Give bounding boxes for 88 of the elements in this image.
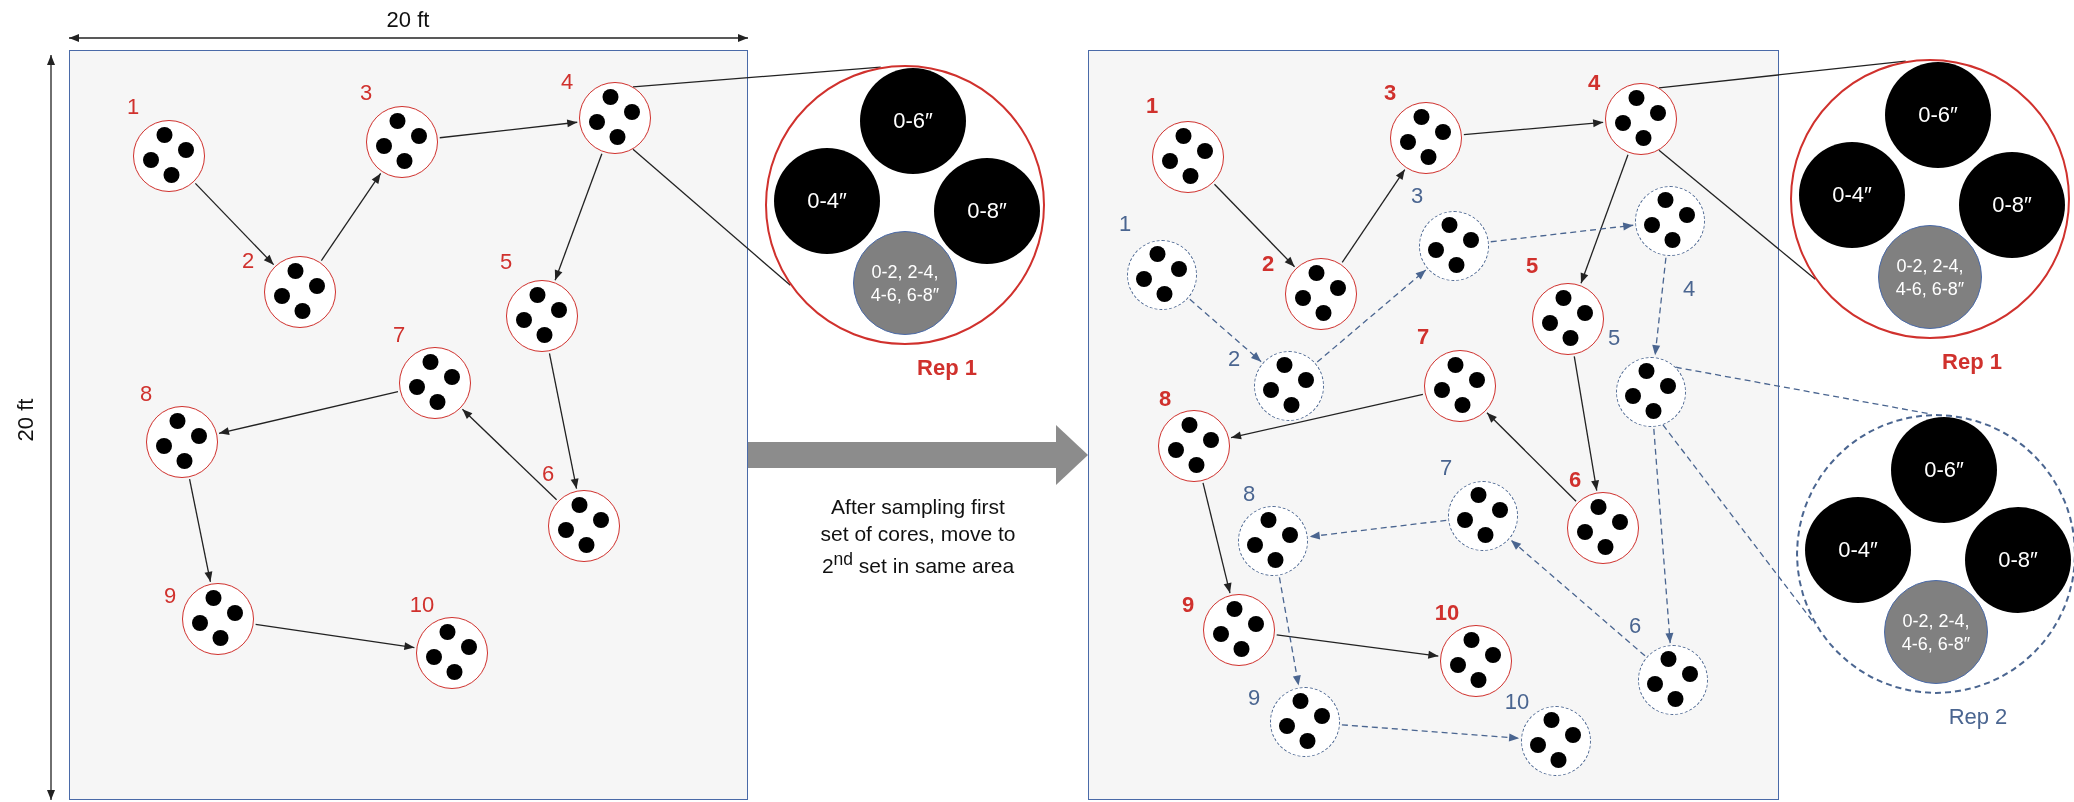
arrow bbox=[1490, 222, 1634, 243]
depth-label: 0-8″ bbox=[967, 197, 1007, 225]
arrow bbox=[1463, 119, 1604, 136]
plot-square bbox=[69, 50, 748, 800]
sample-number: 4 bbox=[1682, 278, 1696, 300]
sample-number: 6 bbox=[541, 463, 555, 485]
arrow bbox=[1189, 298, 1262, 363]
arrow bbox=[1276, 634, 1439, 659]
sample-number: 2 bbox=[241, 250, 255, 272]
sample-number: 7 bbox=[1416, 326, 1430, 348]
sample-number: 8 bbox=[1158, 388, 1172, 410]
sample-number: 6 bbox=[1628, 615, 1642, 637]
arrow bbox=[548, 352, 579, 490]
depth-label: 0-6″ bbox=[893, 107, 933, 135]
arrow bbox=[320, 172, 382, 262]
sample-number: 10 bbox=[409, 594, 435, 616]
depth-label: 0-8″ bbox=[1992, 191, 2032, 219]
leader-line bbox=[632, 66, 882, 88]
arrow bbox=[1653, 428, 1674, 644]
rep-label: Rep 1 bbox=[1942, 349, 2002, 375]
soil-core-circle bbox=[1885, 62, 1991, 168]
sample-number: 9 bbox=[163, 585, 177, 607]
block-arrow bbox=[748, 425, 1088, 485]
sample-number: 8 bbox=[139, 383, 153, 405]
sample-number: 3 bbox=[359, 82, 373, 104]
arrow bbox=[1486, 412, 1577, 502]
soil-core-circle bbox=[860, 68, 966, 174]
leader-line bbox=[632, 148, 791, 286]
arrow bbox=[1316, 269, 1427, 363]
arrow bbox=[554, 153, 603, 281]
sample-number: 7 bbox=[1439, 457, 1453, 479]
depth-label: 0-4″ bbox=[1832, 181, 1872, 209]
sample-number: 1 bbox=[126, 96, 140, 118]
arrow bbox=[1652, 257, 1667, 356]
arrow bbox=[1573, 355, 1599, 492]
arrow bbox=[1278, 576, 1301, 687]
arrow bbox=[1213, 183, 1296, 268]
soil-core-circle bbox=[1959, 152, 2065, 258]
leader-line bbox=[1658, 149, 1816, 280]
arrow bbox=[1230, 393, 1424, 440]
sample-number: 5 bbox=[1607, 327, 1621, 349]
arrow bbox=[1341, 168, 1406, 264]
arrow bbox=[1510, 539, 1646, 657]
arrow bbox=[1341, 724, 1520, 742]
sample-number: 4 bbox=[1587, 72, 1601, 94]
arrow bbox=[254, 623, 416, 651]
soil-core-circle bbox=[934, 158, 1040, 264]
sample-number: 3 bbox=[1410, 185, 1424, 207]
sample-number: 2 bbox=[1227, 348, 1241, 370]
sample-number: 5 bbox=[1525, 255, 1539, 277]
rep-label: Rep 2 bbox=[1948, 704, 2008, 730]
arrow bbox=[194, 182, 275, 266]
sample-number: 5 bbox=[499, 251, 513, 273]
sample-number: 8 bbox=[1242, 483, 1256, 505]
leader-line bbox=[1658, 60, 1907, 89]
sample-number: 10 bbox=[1434, 602, 1460, 624]
sample-number: 3 bbox=[1383, 82, 1397, 104]
sample-number: 1 bbox=[1118, 213, 1132, 235]
dimension-label: 20 ft bbox=[386, 7, 430, 33]
sample-number: 2 bbox=[1261, 253, 1275, 275]
depth-label: 0-6″ bbox=[1924, 456, 1964, 484]
sample-number: 1 bbox=[1145, 95, 1159, 117]
sample-number: 6 bbox=[1568, 469, 1582, 491]
arrow bbox=[1202, 482, 1232, 594]
arrow bbox=[461, 408, 558, 501]
arrow bbox=[188, 478, 213, 583]
sample-number: 9 bbox=[1181, 594, 1195, 616]
arrow bbox=[439, 119, 578, 139]
arrow bbox=[1309, 519, 1447, 540]
depth-label: 0-6″ bbox=[1918, 101, 1958, 129]
soil-core-circle bbox=[774, 148, 880, 254]
sample-number: 10 bbox=[1504, 691, 1530, 713]
plot-square bbox=[1088, 50, 1779, 800]
arrow bbox=[218, 391, 399, 435]
sample-number: 4 bbox=[560, 71, 574, 93]
soil-core-circle bbox=[1799, 142, 1905, 248]
depth-label: 0-4″ bbox=[807, 187, 847, 215]
depth-label: 0-8″ bbox=[1998, 546, 2038, 574]
soil-core-circle bbox=[1965, 507, 2071, 613]
arrow bbox=[1580, 154, 1629, 284]
depth-label: 0-2, 2-4, 4-6, 6-8″ bbox=[1894, 254, 1966, 300]
sample-number: 7 bbox=[392, 324, 406, 346]
depth-label: 0-4″ bbox=[1838, 536, 1878, 564]
rep-label: Rep 1 bbox=[917, 355, 977, 381]
sample-number: 9 bbox=[1247, 687, 1261, 709]
depth-label: 0-2, 2-4, 4-6, 6-8″ bbox=[1900, 609, 1972, 655]
depth-label: 0-2, 2-4, 4-6, 6-8″ bbox=[869, 260, 941, 306]
dimension-label: 20 ft bbox=[13, 398, 39, 442]
